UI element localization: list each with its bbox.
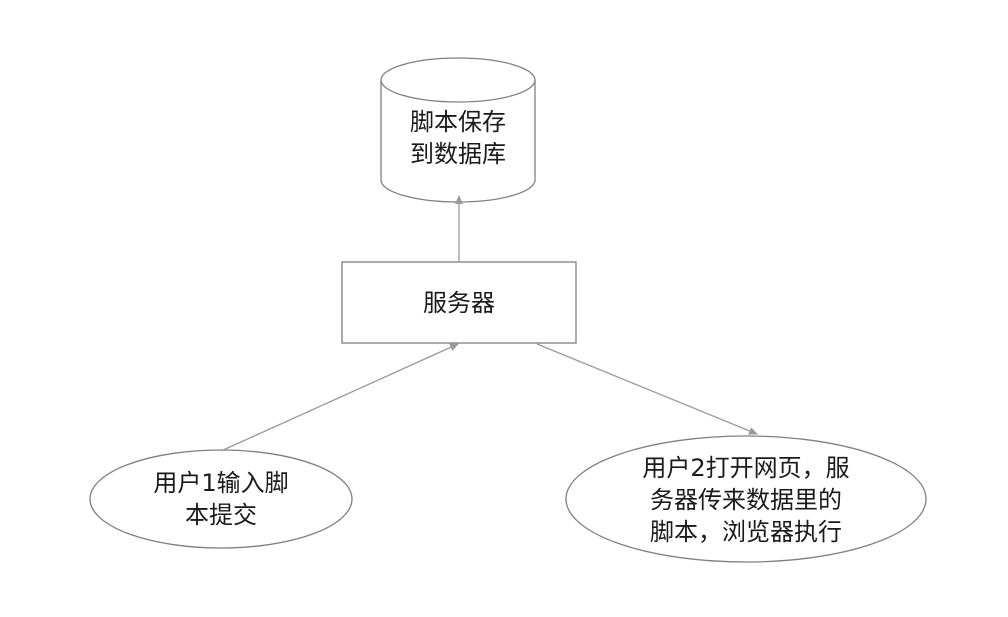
user2-label-line-3: 脚本，浏览器执行 [650,518,842,546]
user2-label: 用户2打开网页，服 务器传来数据里的 脚本，浏览器执行 [590,446,902,554]
user1-label-line-1: 用户1输入脚 [153,469,289,497]
user2-label-line-1: 用户2打开网页，服 [642,454,850,482]
database-node [380,57,536,203]
database-cylinder-top [380,57,536,103]
database-label-line-1: 脚本保存 [410,108,506,136]
user1-label: 用户1输入脚 本提交 [110,459,332,539]
user1-ellipse [89,449,353,549]
user1-label-line-2: 本提交 [185,501,257,529]
server-label: 服务器 [342,262,576,343]
user2-label-line-2: 务器传来数据里的 [650,486,842,514]
server-box [341,261,577,344]
server-label-text: 服务器 [423,288,495,317]
user2-ellipse [565,435,927,563]
database-label-line-2: 到数据库 [410,140,506,168]
arrow-user1-to-server [220,343,459,452]
arrow-server-to-user2 [536,343,758,435]
database-label: 脚本保存 到数据库 [381,100,535,176]
